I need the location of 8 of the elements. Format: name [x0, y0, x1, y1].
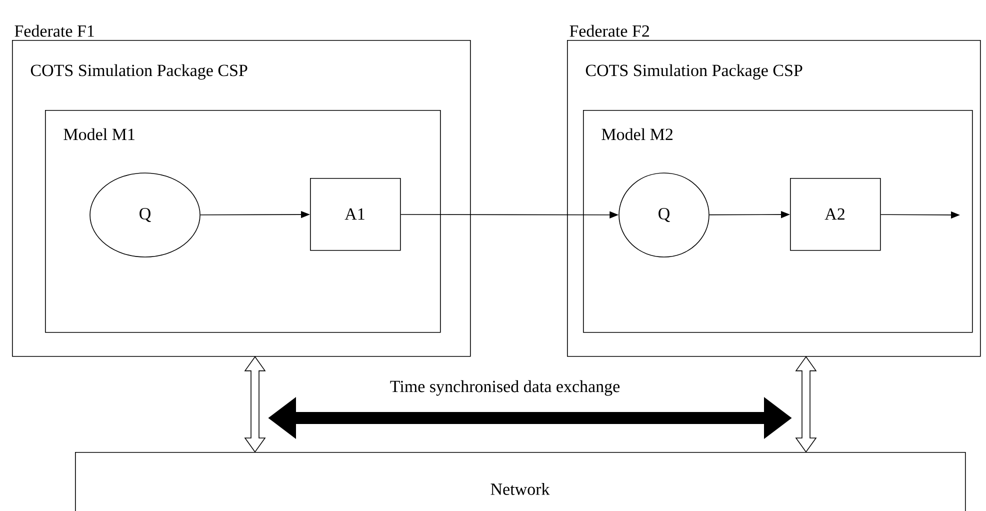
activity-box: A1	[310, 178, 401, 251]
hollow-double-arrow	[244, 356, 266, 453]
exchange-label: Time synchronised data exchange	[390, 380, 620, 396]
network-box: Network	[75, 452, 966, 511]
node-label: Federate F1	[14, 24, 94, 37]
activity-box: A2	[790, 178, 881, 251]
node-label: Federate F2	[570, 24, 649, 37]
hollow-double-arrow	[795, 356, 817, 453]
